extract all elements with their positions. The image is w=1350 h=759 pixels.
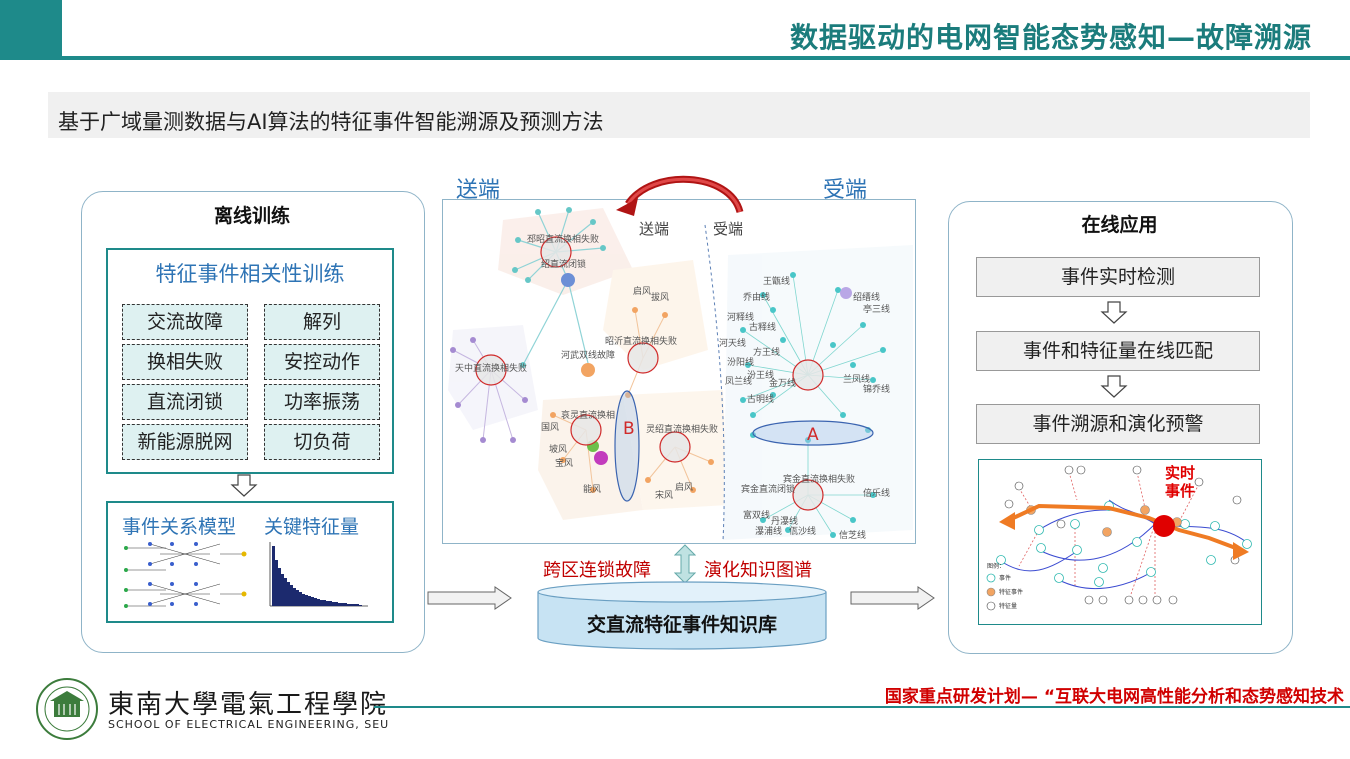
graph-node-label: 锦乔线 [863,383,890,395]
right-arrow-icon [850,586,935,610]
feature-renewable-tripping: 新能源脱网 [122,424,248,460]
legend-feature-quantity: 特征量 [999,602,1017,610]
inner-receive-label: 受端 [713,220,743,238]
graph-node-label: 王甑线 [763,275,790,287]
graph-node-label: 古明线 [747,393,774,405]
graph-node-label: 宋风 [655,489,673,501]
graph-node-label: 汾王线 [747,369,774,381]
graph-node-label: 乔由线 [743,291,770,303]
feature-dc-block: 直流闭锁 [122,384,248,420]
double-arrow-icon [674,544,696,584]
graph-node-label: 坡风 [549,443,567,455]
feature-commutation-failure: 换相失败 [122,344,248,380]
graph-node-label: 河武双线故障 [561,349,615,361]
graph-node-label: 绍直流闭锁 [541,258,586,270]
graph-node-label: 凤兰线 [725,375,752,387]
project-name: 国家重点研发计划— “互联大电网高性能分析和态势感知技术 [884,687,1344,707]
graph-node-label: 邳昭直流换相失败 [527,233,599,245]
send-end-label: 送端 [456,178,501,203]
graph-node-label: 河释线 [727,311,754,323]
down-arrow-icon [1100,375,1128,398]
graph-node-label: 富双线 [743,509,770,521]
offline-title: 离线训练 [213,205,290,227]
graph-node-label: 丹瀑线 [771,515,798,527]
graph-node-label: 金万线 [769,377,796,389]
event-relation-model-label: 事件关系模型 [122,516,237,538]
page-subtitle: 基于广域量测数据与AI算法的特征事件智能溯源及预测方法 [58,110,604,134]
knowledge-graph-frame [442,199,916,544]
knowledge-graph: A B 送端 受端 邳昭直流换相失败 绍直流闭锁 天中直流换相失败 河武双线故障… [448,207,913,541]
graph-node-label: 昭沂直流换相失败 [605,335,677,347]
graph-node-label: 宾金直流换相失败 [783,473,855,485]
footer-rule [374,706,1350,708]
school-name-cn: 東南大學電氣工程學院 [108,690,389,720]
receive-end-label: 受端 [823,178,868,203]
graph-node-label: 倍乐线 [863,487,890,499]
header-accent-block [0,0,62,60]
graph-node-label: 方王线 [753,346,780,358]
feature-islanding: 解列 [264,304,380,340]
cluster-b-label: B [623,419,635,439]
send-receive-curved-arrow-icon [616,175,744,216]
step-realtime-detection: 事件实时检测 [976,257,1260,297]
school-name-en: SCHOOL OF ELECTRICAL ENGINEERING, SEU [108,718,390,731]
feature-training-title: 特征事件相关性训练 [155,262,345,286]
online-title: 在线应用 [1081,214,1158,236]
graph-node-label: 古释线 [749,321,776,333]
neural-network-icon [124,542,247,608]
tracing-diagram: 图例： 事件 特征事件 特征量 [986,465,1252,611]
feature-load-shedding: 切负荷 [264,424,380,460]
key-feature-label: 关键特征量 [264,516,360,538]
graph-node-label: 河天线 [719,337,746,349]
graph-node-label: 信芝线 [839,529,866,541]
feature-ac-fault: 交流故障 [122,304,248,340]
graph-node-label: 佤沙线 [789,525,816,537]
graph-node-label: 启风 [633,285,651,297]
right-arrow-icon [427,586,512,610]
graph-node-label: 汾阳线 [727,356,754,368]
legend-title: 图例： [987,562,1005,570]
down-arrow-icon [230,474,258,497]
graph-node-label: 拔风 [651,291,669,303]
graph-node-label: 哀灵直流换相 [561,409,615,421]
feature-protection-action: 安控动作 [264,344,380,380]
graph-node-label: 宾金直流闭锁 [741,483,795,495]
knowledge-base-cylinder [537,581,827,650]
graph-node-label: 兰凤线 [843,373,870,385]
graph-node-label: 宝风 [555,457,573,469]
graph-node-label: 亭三线 [863,303,890,315]
university-seal-logo [36,678,98,740]
step-online-matching: 事件和特征量在线匹配 [976,331,1260,371]
inner-send-label: 送端 [639,220,669,238]
feature-power-oscillation: 功率振荡 [264,384,380,420]
graph-node-label: 启风 [675,481,693,493]
graph-node-label: 绍缙线 [853,291,880,303]
graph-node-label: 能风 [583,483,601,495]
cluster-a-label: A [807,425,819,445]
realtime-event-label: 实时事件 [1164,464,1195,500]
down-arrow-icon [1100,301,1128,324]
feature-importance-bar-icon [269,542,368,607]
graph-node-label: 瀑浦线 [755,525,782,537]
graph-node-label: 国风 [541,422,559,433]
knowledge-base-label: 交直流特征事件知识库 [586,614,777,636]
subtitle-bar [48,92,1310,138]
page-title: 数据驱动的电网智能态势感知—故障溯源 [789,21,1312,54]
graph-node-label: 天中直流换相失败 [455,362,527,374]
graph-node-label: 灵绍直流换相失败 [646,423,718,435]
evolution-knowledge-graph-label: 演化知识图谱 [704,560,812,581]
step-tracing-warning: 事件溯源和演化预警 [976,404,1260,444]
cross-region-cascade-label: 跨区连锁故障 [543,560,651,581]
header-rule [62,56,1350,60]
legend-event: 事件 [999,574,1011,582]
legend-feature-event: 特征事件 [999,588,1023,596]
